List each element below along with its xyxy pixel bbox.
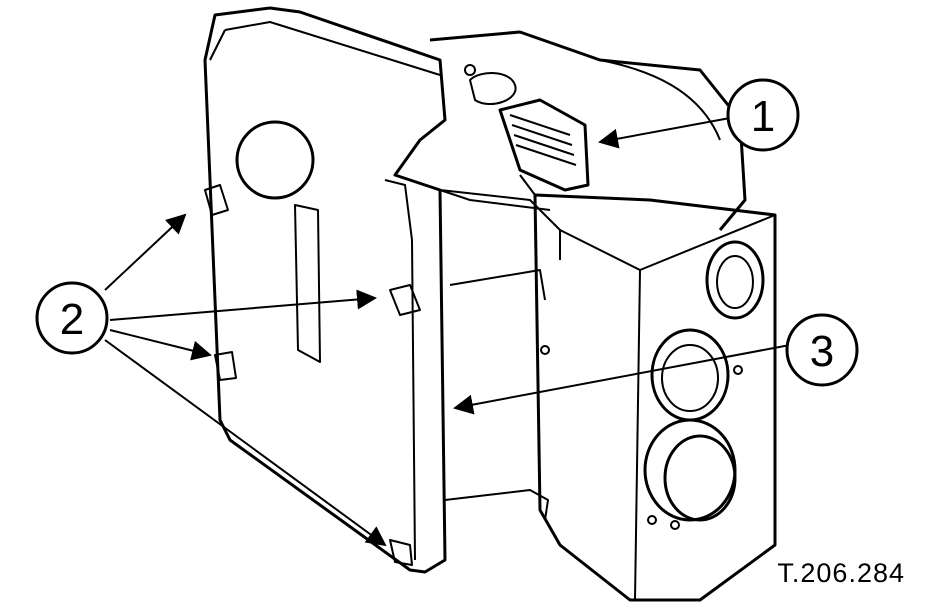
reference-code: T.206.284 xyxy=(777,558,905,588)
module-body xyxy=(203,6,777,602)
clip-bottom xyxy=(389,539,413,566)
clip-middle xyxy=(389,284,421,316)
callout-1-label: 1 xyxy=(751,92,775,141)
port-top xyxy=(705,240,765,320)
callout-3-label: 3 xyxy=(810,327,834,376)
callout-2-label: 2 xyxy=(60,295,84,344)
callout-2: 2 xyxy=(35,281,109,355)
port-middle xyxy=(650,328,730,422)
ecu-housing xyxy=(203,6,447,574)
leader-2a xyxy=(104,213,187,291)
leader-3 xyxy=(453,344,791,415)
callout-1: 1 xyxy=(726,78,800,152)
leader-2c xyxy=(109,329,212,361)
clip-upper xyxy=(204,184,229,216)
connector xyxy=(498,98,590,192)
callout-3: 3 xyxy=(785,313,859,387)
valve-block xyxy=(533,193,777,602)
cover-badge xyxy=(235,120,315,200)
leader-1 xyxy=(598,117,731,149)
pump-housing xyxy=(429,30,747,231)
port-bottom-plug xyxy=(643,418,737,522)
clip-lower xyxy=(214,351,237,381)
leaders xyxy=(104,117,791,547)
leader-2d xyxy=(104,339,387,547)
leader-2b xyxy=(109,289,377,321)
